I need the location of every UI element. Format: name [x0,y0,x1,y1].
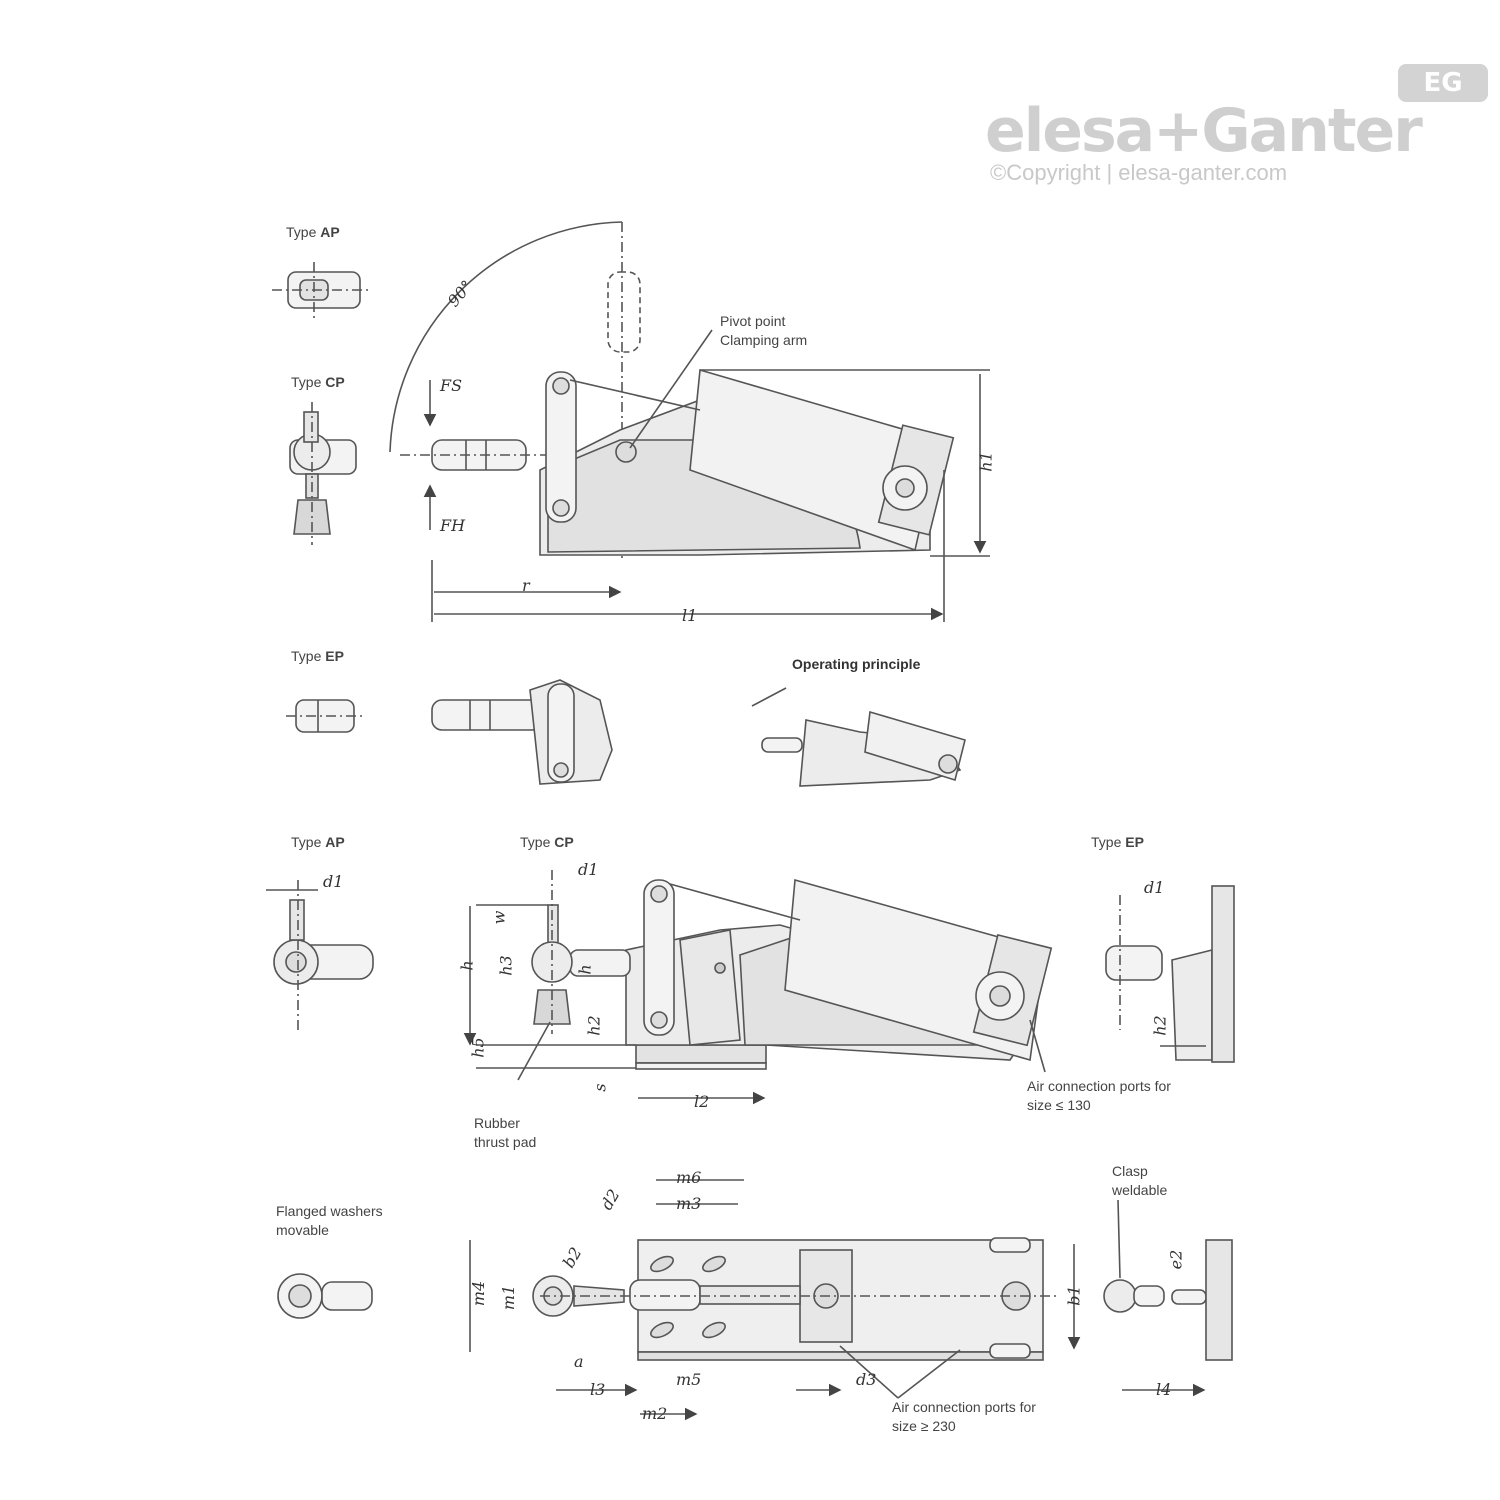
brand-copyright: ©Copyright | elesa-ganter.com [990,160,1288,185]
dim-h3: h3 [496,955,516,976]
dim-h: h [457,960,477,971]
label-type-ap-bottom: Type AP [291,834,345,850]
dim-m3: m3 [676,1194,702,1213]
dim-h1: h1 [976,451,996,472]
dim-force-fs: FS [440,376,463,395]
dim-l1: l1 [682,606,698,625]
operating-principle-sketch [751,687,966,787]
main-clamp-closed-view [389,221,990,622]
type-cp-top-view [289,402,357,545]
dim-d1-cp: d1 [578,860,599,879]
dim-m1: m1 [499,1284,519,1311]
dim-m2: m2 [642,1404,668,1423]
ep-section-view [431,679,613,785]
dim-b1: b1 [1064,1285,1084,1306]
label-type-cp-bottom: Type CP [520,834,574,850]
dim-w: w [489,910,509,925]
label-type-cp-top: Type CP [291,374,345,390]
heading-operating-principle: Operating principle [792,656,921,672]
dim-h5: h5 [468,1037,488,1058]
type-ap-flanged-view [277,1273,373,1319]
type-ap-top-view [272,262,368,318]
dim-s: s [590,1083,610,1092]
dim-e2: e2 [1166,1249,1186,1270]
dim-l2: l2 [694,1092,710,1111]
dim-h7: h [575,964,595,975]
type-ep-side-view [1105,885,1235,1063]
dim-m4: m4 [469,1280,489,1307]
dim-l3: l3 [590,1380,606,1399]
dim-d1-ap: d1 [323,872,344,891]
brand-badge: EG [1398,64,1488,102]
label-type-ep-mid: Type EP [291,648,344,664]
label-type-ap-top: Type AP [286,224,340,240]
dim-m5: m5 [676,1370,702,1389]
clasp-weldable-view [1103,1199,1233,1397]
dim-d1-ep: d1 [1144,878,1165,897]
dim-force-fh: FH [440,516,466,535]
dim-r: r [522,576,530,595]
dim-a: a [574,1352,584,1371]
dim-m6: m6 [676,1168,702,1187]
type-cp-side-view [463,870,1053,1105]
brand-wordmark: elesa+Ganter [985,96,1423,166]
dim-l4: l4 [1156,1380,1172,1399]
dim-h2-cp: h2 [584,1015,604,1036]
label-type-ep-bottom: Type EP [1091,834,1144,850]
dim-d3: d3 [856,1370,877,1389]
type-ap-bottom-view [266,880,374,1030]
type-ep-mid-view [286,699,364,733]
dim-h2-ep: h2 [1150,1015,1170,1036]
plan-view [469,1179,1081,1421]
